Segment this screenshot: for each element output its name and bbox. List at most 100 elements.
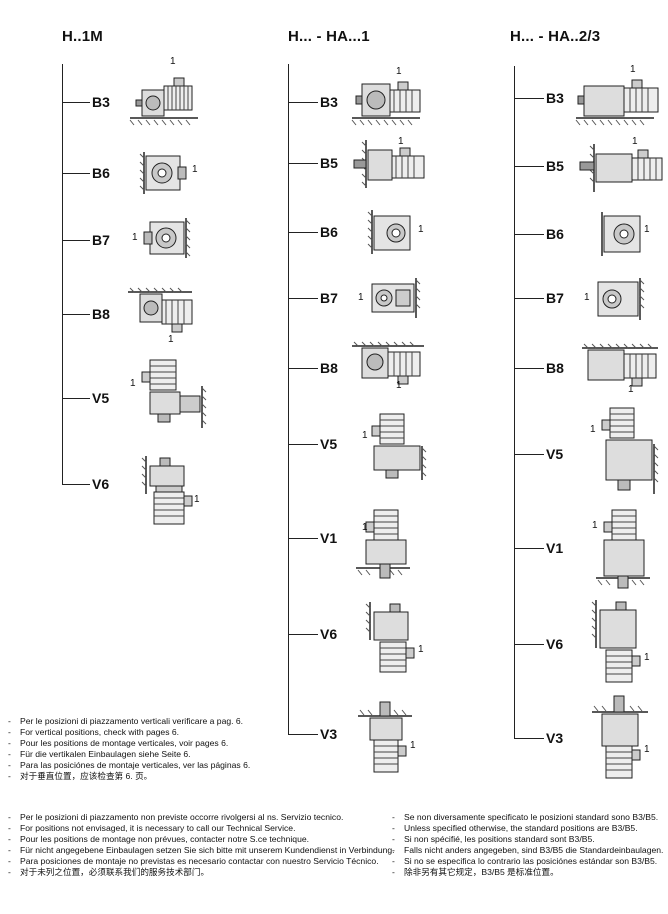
- notes-vertical-positions: -Per le posizioni di piazzamento vertica…: [8, 716, 250, 782]
- note-line: -对于未列之位置，必须联系我们的服务技术部门。: [8, 867, 210, 877]
- gearmotor-v6-icon: [141, 456, 193, 525]
- position-label-b5: B5: [320, 155, 338, 171]
- branch: [514, 368, 544, 369]
- tree-trunk-2: [288, 64, 289, 734]
- position-label-b6: B6: [320, 224, 338, 240]
- notes-technical-service: -Per le posizioni di piazzamento non pre…: [8, 812, 395, 878]
- terminal-box-marker: 1: [592, 520, 598, 531]
- notes-standard-positions: -Se non diversamente specificato le posi…: [392, 812, 663, 878]
- terminal-box-marker: 1: [170, 56, 176, 67]
- tree-trunk-3: [514, 66, 515, 738]
- branch: [288, 163, 318, 164]
- position-label-v6: V6: [546, 636, 564, 652]
- gearmotor-b3-icon: [575, 79, 659, 126]
- position-label-v5: V5: [92, 390, 110, 406]
- gearmotor-b6-icon: [139, 152, 187, 194]
- branch: [288, 634, 318, 635]
- position-label-v3: V3: [320, 726, 338, 742]
- branch: [288, 538, 318, 539]
- branch: [514, 548, 544, 549]
- terminal-box-marker: 1: [396, 66, 402, 77]
- terminal-box-marker: 1: [194, 494, 200, 505]
- gearmotor-b7-icon: [597, 278, 645, 320]
- gearmotor-v3-icon: [592, 695, 648, 779]
- branch: [288, 232, 318, 233]
- position-label-b7: B7: [320, 290, 338, 306]
- terminal-box-marker: 1: [628, 384, 634, 395]
- terminal-box-marker: 1: [362, 522, 368, 533]
- gearmotor-v1-icon: [356, 509, 410, 579]
- gearmotor-v5-icon: [601, 407, 659, 494]
- terminal-box-marker: 1: [644, 652, 650, 663]
- position-label-b7: B7: [546, 290, 564, 306]
- position-label-b6: B6: [546, 226, 564, 242]
- note-line: -Pour les positions de montage non prévu…: [8, 834, 310, 844]
- branch: [514, 166, 544, 167]
- branch: [514, 738, 544, 739]
- position-label-b8: B8: [546, 360, 564, 376]
- tree-trunk-1: [62, 64, 63, 484]
- terminal-box-marker: 1: [398, 136, 404, 147]
- terminal-box-marker: 1: [410, 740, 416, 751]
- gearmotor-b8-icon: [582, 343, 658, 387]
- branch: [514, 644, 544, 645]
- column-title-ha1: H... - HA...1: [288, 28, 370, 45]
- position-label-v3: V3: [546, 730, 564, 746]
- terminal-box-marker: 1: [584, 292, 590, 303]
- gearmotor-v3-icon: [358, 701, 412, 773]
- position-label-b7: B7: [92, 232, 110, 248]
- note-line: -Falls nicht anders angegeben, sind B3/B…: [392, 845, 664, 855]
- position-label-b8: B8: [320, 360, 338, 376]
- terminal-box-marker: 1: [358, 292, 364, 303]
- gearmotor-b6-icon: [601, 212, 641, 256]
- position-label-b3: B3: [92, 94, 110, 110]
- gearmotor-b5-icon: [579, 144, 663, 192]
- gearmotor-b3-icon: [129, 77, 198, 126]
- note-line: -Si no se especifica lo contrario las po…: [392, 856, 658, 866]
- gearmotor-v1-icon: [596, 509, 650, 589]
- terminal-box-marker: 1: [192, 164, 198, 175]
- branch: [288, 734, 318, 735]
- gearmotor-b7-icon: [371, 278, 421, 318]
- terminal-box-marker: 1: [590, 424, 596, 435]
- position-label-v6: V6: [320, 626, 338, 642]
- terminal-box-marker: 1: [130, 378, 136, 389]
- position-label-b6: B6: [92, 165, 110, 181]
- note-line: -对于垂直位置，应该检查第 6. 页。: [8, 771, 153, 781]
- terminal-box-marker: 1: [630, 64, 636, 75]
- note-line: -Para las posiciónes de montaje vertical…: [8, 760, 251, 770]
- terminal-box-marker: 1: [168, 334, 174, 345]
- gearmotor-b8-icon: [352, 341, 424, 385]
- note-line: -Para posiciones de montaje no previstas…: [8, 856, 379, 866]
- note-line: -Pour les positions de montage verticale…: [8, 738, 229, 748]
- gearmotor-b3-icon: [351, 81, 421, 126]
- column-title-h1m: H..1M: [62, 28, 104, 45]
- terminal-box-marker: 1: [632, 136, 638, 147]
- gearmotor-b5-icon: [353, 140, 425, 188]
- column-title-ha23: H... - HA..2/3: [510, 28, 601, 45]
- gearmotor-v6-icon: [365, 602, 415, 673]
- note-line: -Für nicht angegebene Einbaulagen setzen…: [8, 845, 395, 855]
- terminal-box-marker: 1: [644, 744, 650, 755]
- branch: [62, 314, 90, 315]
- terminal-box-marker: 1: [418, 224, 424, 235]
- position-label-v1: V1: [320, 530, 338, 546]
- position-label-v6: V6: [92, 476, 110, 492]
- position-label-v1: V1: [546, 540, 564, 556]
- position-label-v5: V5: [320, 436, 338, 452]
- position-label-b8: B8: [92, 306, 110, 322]
- terminal-box-marker: 1: [132, 232, 138, 243]
- position-label-b3: B3: [320, 94, 338, 110]
- branch: [514, 234, 544, 235]
- gearmotor-b7-icon: [143, 218, 191, 258]
- gearmotor-v5-icon: [141, 359, 207, 428]
- branch: [288, 368, 318, 369]
- position-label-b3: B3: [546, 90, 564, 106]
- branch: [62, 173, 90, 174]
- note-line: -For positions not envisaged, it is nece…: [8, 823, 296, 833]
- note-line: -Für die vertikalen Einbaulagen siehe Se…: [8, 749, 191, 759]
- gearmotor-v6-icon: [591, 600, 641, 683]
- branch: [514, 298, 544, 299]
- branch: [514, 98, 544, 99]
- branch: [62, 240, 90, 241]
